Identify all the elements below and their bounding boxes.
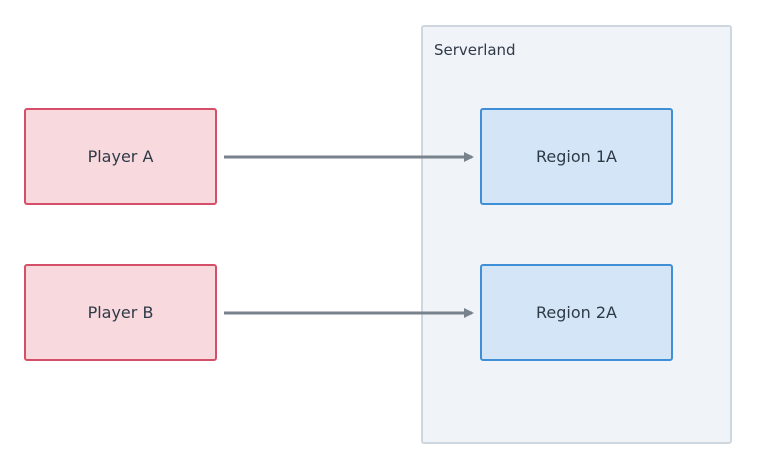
region-1a-label: Region 1A — [536, 147, 617, 166]
serverland-group-label: Serverland — [434, 41, 516, 59]
region-2a-node[interactable]: Region 2A — [480, 264, 673, 361]
player-b-node[interactable]: Player B — [24, 264, 217, 361]
serverland-group: Serverland — [421, 25, 732, 444]
player-b-label: Player B — [87, 303, 154, 322]
player-a-label: Player A — [87, 147, 154, 166]
region-2a-label: Region 2A — [536, 303, 617, 322]
region-1a-node[interactable]: Region 1A — [480, 108, 673, 205]
player-a-node[interactable]: Player A — [24, 108, 217, 205]
